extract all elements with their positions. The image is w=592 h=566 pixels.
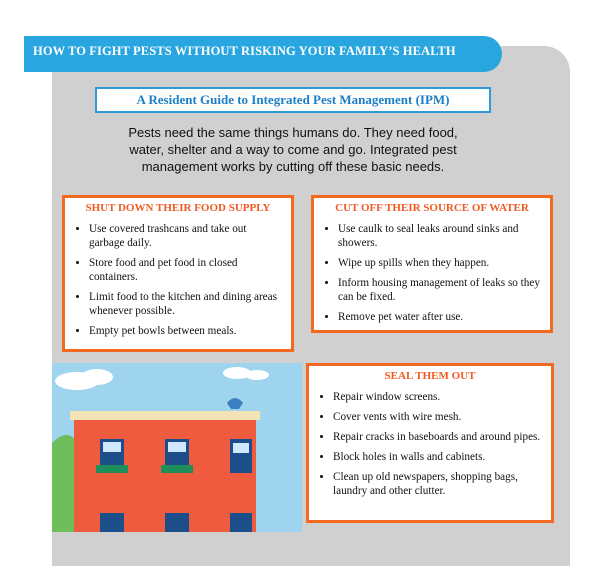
- seal-out-list: Repair window screens. Cover vents with …: [309, 390, 551, 498]
- roof-ledge: [70, 411, 260, 420]
- list-item: Wipe up spills when they happen.: [338, 256, 542, 270]
- windows-row-2: [100, 513, 252, 532]
- food-supply-list: Use covered trashcans and take out garba…: [65, 222, 291, 338]
- list-item: Clean up old newspapers, shopping bags, …: [333, 470, 543, 498]
- guide-subtitle-text: A Resident Guide to Integrated Pest Mana…: [136, 92, 450, 107]
- water-source-title: CUT OFF THEIR SOURCE OF WATER: [335, 202, 529, 214]
- seal-out-box: SEAL THEM OUT Repair window screens. Cov…: [306, 363, 554, 523]
- list-item: Limit food to the kitchen and dining are…: [89, 290, 283, 318]
- clouds: [55, 367, 269, 390]
- intro-paragraph: Pests need the same things humans do. Th…: [128, 125, 458, 174]
- seal-out-title: SEAL THEM OUT: [384, 370, 476, 382]
- building-drawing: [52, 363, 302, 532]
- list-item: Block holes in walls and cabinets.: [333, 450, 543, 464]
- list-item: Use covered trashcans and take out garba…: [89, 222, 283, 250]
- list-item: Remove pet water after use.: [338, 310, 542, 324]
- list-item: Cover vents with wire mesh.: [333, 410, 543, 424]
- food-supply-title: SHUT DOWN THEIR FOOD SUPPLY: [85, 202, 271, 214]
- list-item: Inform housing management of leaks so th…: [338, 276, 542, 304]
- water-source-list: Use caulk to seal leaks around sinks and…: [314, 222, 550, 324]
- list-item: Empty pet bowls between meals.: [89, 324, 283, 338]
- header-banner: [24, 36, 502, 72]
- list-item: Store food and pet food in closed contai…: [89, 256, 283, 284]
- food-supply-box: SHUT DOWN THEIR FOOD SUPPLY Use covered …: [62, 195, 294, 352]
- water-source-box: CUT OFF THEIR SOURCE OF WATER Use caulk …: [311, 195, 553, 333]
- windows-row-1: [96, 439, 252, 473]
- page-title: HOW TO FIGHT PESTS WITHOUT RISKING YOUR …: [33, 44, 456, 58]
- list-item: Use caulk to seal leaks around sinks and…: [338, 222, 542, 250]
- bird-icon: [227, 398, 243, 409]
- list-item: Repair cracks in baseboards and around p…: [333, 430, 543, 444]
- list-item: Repair window screens.: [333, 390, 543, 404]
- apartment-building-illustration: [52, 363, 302, 532]
- guide-subtitle: A Resident Guide to Integrated Pest Mana…: [95, 87, 491, 113]
